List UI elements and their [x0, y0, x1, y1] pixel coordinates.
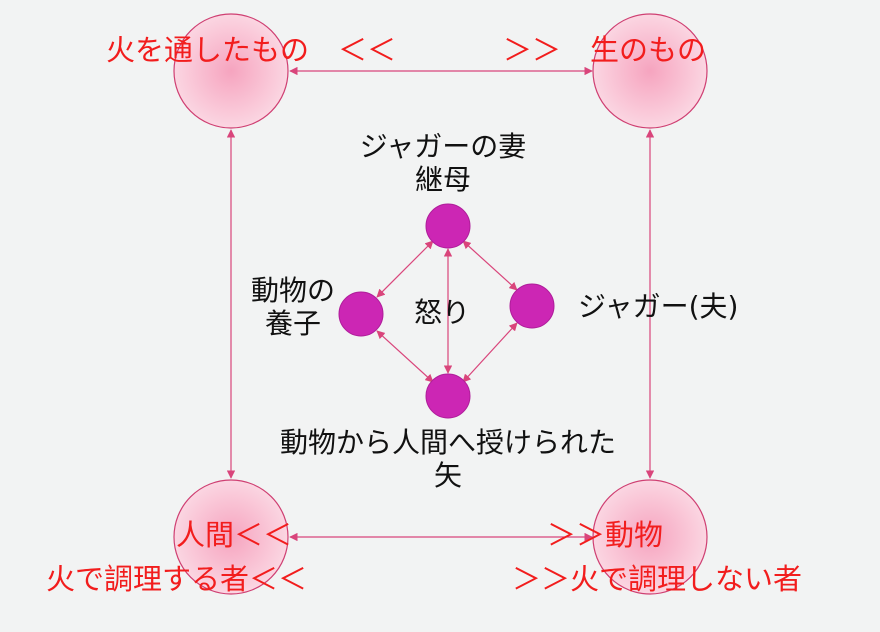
node-arrow	[425, 373, 471, 419]
label-jaguar: ジャガー(夫)	[578, 290, 739, 323]
node-animal	[592, 479, 708, 595]
label-arrow-line2: 矢	[433, 459, 462, 493]
label-animal-no-cook: ＞＞火で調理しない者	[512, 562, 803, 596]
node-cooked	[173, 13, 289, 129]
connector-left-bottom	[376, 330, 434, 383]
label-stepmother-line1: ジャガーの妻	[359, 130, 527, 163]
node-raw	[592, 13, 708, 129]
label-raw: ＞＞ 生のもの	[503, 33, 707, 67]
label-cooked: 火を通したもの ＜＜	[106, 33, 397, 67]
connector-top-right	[462, 240, 518, 291]
label-adopted-child-line2: 養子	[264, 307, 321, 341]
label-animal: ＞＞動物	[547, 518, 664, 552]
label-human-cooks: 火で調理する者＜＜	[46, 562, 308, 596]
connector-top-left	[376, 240, 434, 298]
label-stepmother: ジャガーの妻 継母	[343, 130, 543, 196]
label-human: 人間＜＜	[176, 518, 293, 552]
label-adopted-child: 動物の 養子	[243, 274, 343, 340]
label-anger: 怒り	[414, 296, 471, 329]
node-adopted-child	[338, 291, 384, 337]
label-arrow-line1: 動物から人間へ授けられた	[279, 426, 616, 459]
connector-right-bottom	[462, 322, 518, 383]
label-adopted-child-line1: 動物の	[250, 274, 335, 307]
label-arrow: 動物から人間へ授けられた 矢	[240, 426, 656, 492]
node-human	[173, 479, 289, 595]
node-stepmother	[425, 203, 471, 249]
node-jaguar	[509, 283, 555, 329]
label-stepmother-line2: 継母	[414, 163, 471, 197]
